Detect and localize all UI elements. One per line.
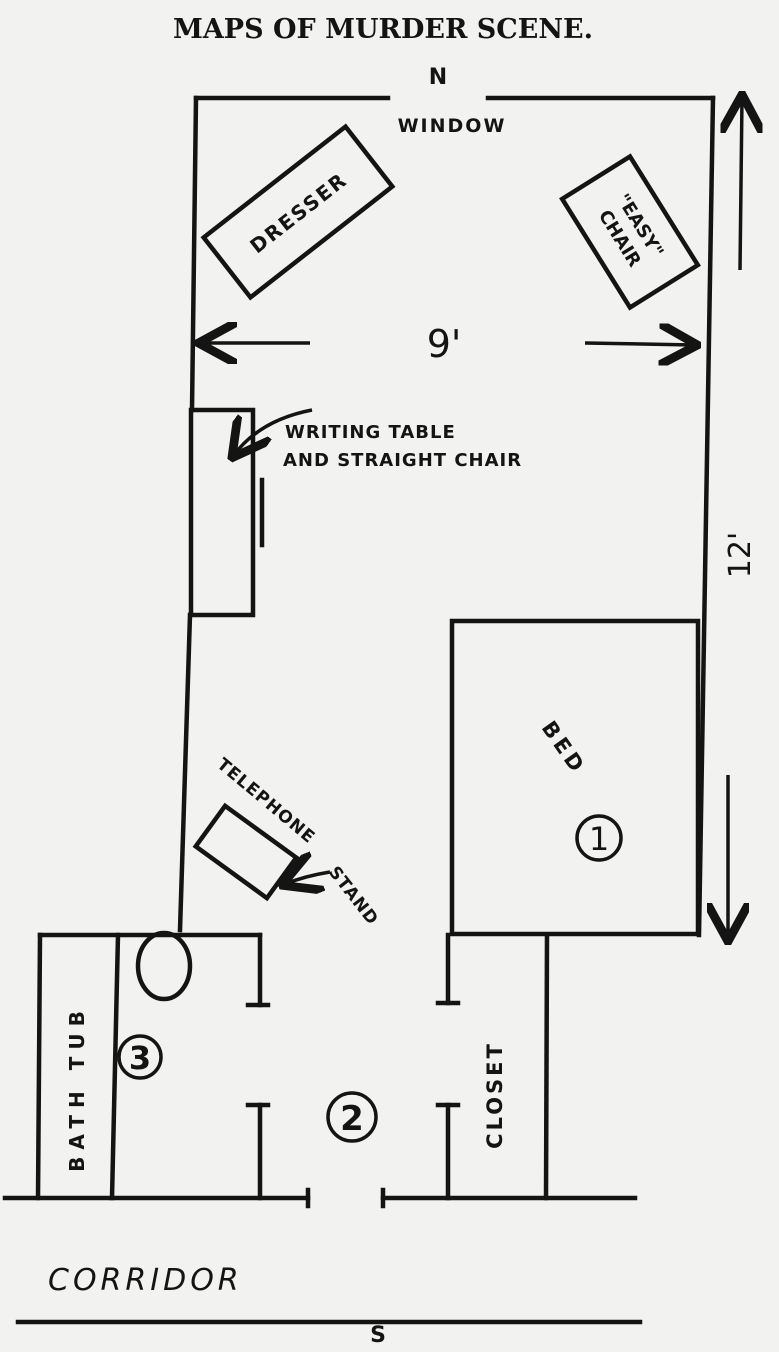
marker-3: 3: [117, 1034, 163, 1080]
marker-3-label: 3: [129, 1039, 151, 1077]
corridor-label: CORRIDOR: [48, 1263, 243, 1298]
map-title: MAPS OF MURDER SCENE.: [173, 14, 593, 45]
telephone-stand-label-2: STAND: [324, 863, 382, 930]
telephone-stand: TELEPHONE STAND: [192, 755, 382, 930]
width-dimension: 9': [202, 322, 694, 366]
closet-label: CLOSET: [483, 1041, 507, 1149]
window-label: WINDOW: [398, 115, 507, 137]
writing-table-label-1: WRITING TABLE: [285, 422, 456, 443]
bath-tub-label: BATH TUB: [65, 1004, 89, 1172]
marker-2: 2: [326, 1091, 378, 1143]
dresser-label: DRESSER: [245, 167, 352, 258]
dresser: DRESSER: [200, 123, 396, 301]
closet: CLOSET: [435, 932, 550, 1201]
easy-chair: "EASY" CHAIR: [559, 153, 701, 311]
writing-table: WRITING TABLE AND STRAIGHT CHAIR: [188, 407, 522, 618]
bed: BED: [449, 618, 701, 937]
south-label: S: [370, 1323, 386, 1348]
marker-1: 1: [575, 814, 623, 862]
corridor-walls: [2, 1187, 643, 1325]
bed-label: BED: [537, 717, 591, 780]
marker-2-label: 2: [340, 1099, 364, 1139]
writing-table-label-2: AND STRAIGHT CHAIR: [283, 450, 522, 471]
length-dimension: 12': [723, 98, 758, 938]
width-dim-label: 9': [427, 322, 462, 366]
marker-1-label: 1: [589, 820, 609, 858]
north-label: N: [429, 65, 447, 90]
bathroom: BATH TUB: [35, 930, 271, 1201]
room-walls: [177, 95, 716, 938]
length-dim-label: 12': [723, 532, 758, 578]
